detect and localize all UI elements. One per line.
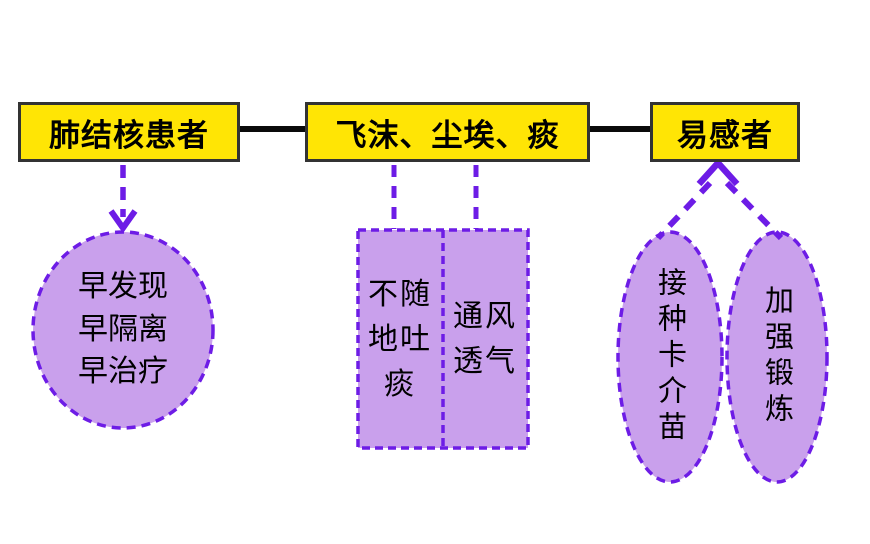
susceptible-measure-ellipse-exercise [725,230,829,484]
node-transmission-medium-label: 飞沫、尘埃、痰 [335,117,560,153]
susceptible-measure-ellipse-vaccine [616,230,724,484]
node-susceptible-person-label: 易感者 [677,117,773,153]
node-tb-patient-label: 肺结核患者 [49,117,209,153]
medium-measure-cell-ventilation: 通风透气 [442,230,528,448]
susceptible-measure-vaccine-text: 接种卡介苗 [653,267,688,447]
susceptible-measure-exercise: 加强锻炼 [727,232,827,482]
medium-measure-cell-no-spitting: 不随地吐痰 [358,230,442,448]
medium-measure-no-spitting-text: 不随地吐痰 [368,276,432,402]
node-susceptible-person: 易感者 [650,102,800,162]
susceptible-measure-vaccine: 接种卡介苗 [617,232,723,482]
patient-measure-text: 早发现 早隔离 早治疗 [78,269,168,390]
susceptible-measure-exercise-text: 加强锻炼 [760,285,795,429]
arrow-up-icon [696,158,740,187]
arrow-up-left-line [655,180,713,241]
node-transmission-medium: 飞沫、尘埃、痰 [305,102,590,162]
node-tb-patient: 肺结核患者 [18,102,240,162]
arrow-down-icon [108,209,138,234]
arrow-up-right-line [724,180,784,241]
medium-measure-ventilation-text: 通风透气 [453,299,517,379]
